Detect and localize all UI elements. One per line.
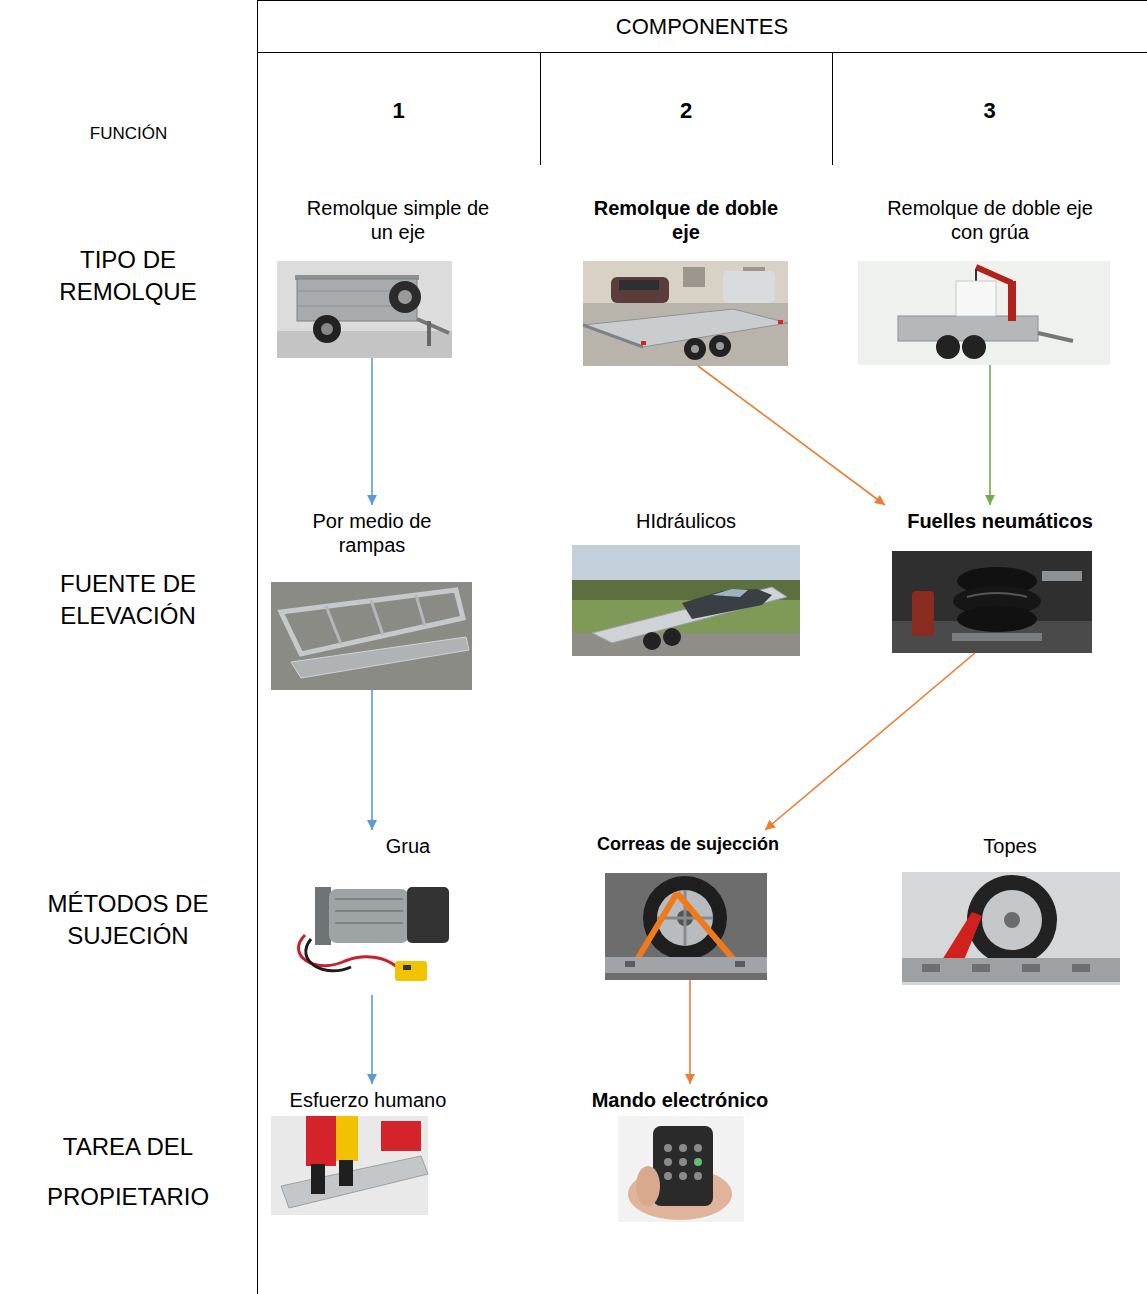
function-row-label: MÉTODOS DE SUJECIÓN (28, 888, 228, 953)
tie-down-strap-photo (605, 873, 767, 980)
hydraulic-tilt-trailer-photo (572, 545, 800, 656)
option-name: Remolque simple de un eje (301, 192, 496, 244)
function-row-label: TAREA DEL PROPIETARIO (28, 1122, 228, 1223)
selection-arrow (765, 653, 975, 830)
option-name: Mando electrónico (580, 1084, 780, 1112)
column-number: 3 (832, 98, 1147, 124)
option-name: Grua (308, 830, 508, 858)
option-cell: Grua (285, 830, 531, 995)
option-name: Por medio de rampas (297, 505, 447, 557)
double-axle-trailer-photo (583, 261, 788, 366)
winch-photo (285, 865, 462, 995)
selection-arrow (698, 366, 885, 505)
option-name: Esfuerzo humano (273, 1084, 463, 1112)
air-bellows-photo (892, 551, 1092, 653)
ramps-photo (271, 582, 472, 690)
column-group-header: COMPONENTES (257, 14, 1147, 40)
option-cell: Topes (900, 830, 1120, 985)
function-row-label: TIPO DE REMOLQUE (28, 244, 228, 309)
table-grid (257, 0, 1147, 1294)
option-name: Correas de sujección (578, 830, 798, 856)
selection-arrow (371, 358, 373, 505)
option-name: Remolque de doble eje (581, 192, 791, 244)
option-cell: Remolque simple de un eje (277, 192, 519, 358)
remote-control-photo (618, 1116, 744, 1222)
option-cell: Correas de sujección (578, 830, 798, 980)
option-cell: Mando electrónico (580, 1084, 780, 1222)
option-cell: Por medio de rampas (271, 505, 473, 690)
crane-trailer-photo (858, 261, 1110, 365)
option-name: Fuelles neumáticos (885, 505, 1115, 533)
column-number: 2 (540, 98, 832, 124)
option-cell: Esfuerzo humano (271, 1084, 465, 1215)
selection-arrow (371, 995, 373, 1084)
single-axle-trailer-photo (277, 261, 452, 358)
option-cell: HIdráulicos (572, 505, 800, 656)
selection-arrow (989, 365, 991, 505)
option-cell: Remolque de doble eje con grúa (858, 192, 1122, 365)
option-cell: Remolque de doble eje (576, 192, 796, 366)
human-effort-photo (271, 1116, 428, 1215)
option-name: HIdráulicos (586, 505, 786, 533)
column-number: 1 (257, 98, 540, 124)
row-group-header: FUNCIÓN (0, 124, 257, 144)
selection-arrow (689, 980, 691, 1084)
wheel-chock-photo (902, 872, 1120, 985)
option-cell: Fuelles neumáticos (880, 505, 1120, 653)
option-name: Remolque de doble eje con grúa (878, 192, 1103, 244)
option-name: Topes (910, 830, 1110, 858)
selection-arrow (371, 690, 373, 830)
function-row-label: FUENTE DE ELEVACIÓN (28, 568, 228, 633)
